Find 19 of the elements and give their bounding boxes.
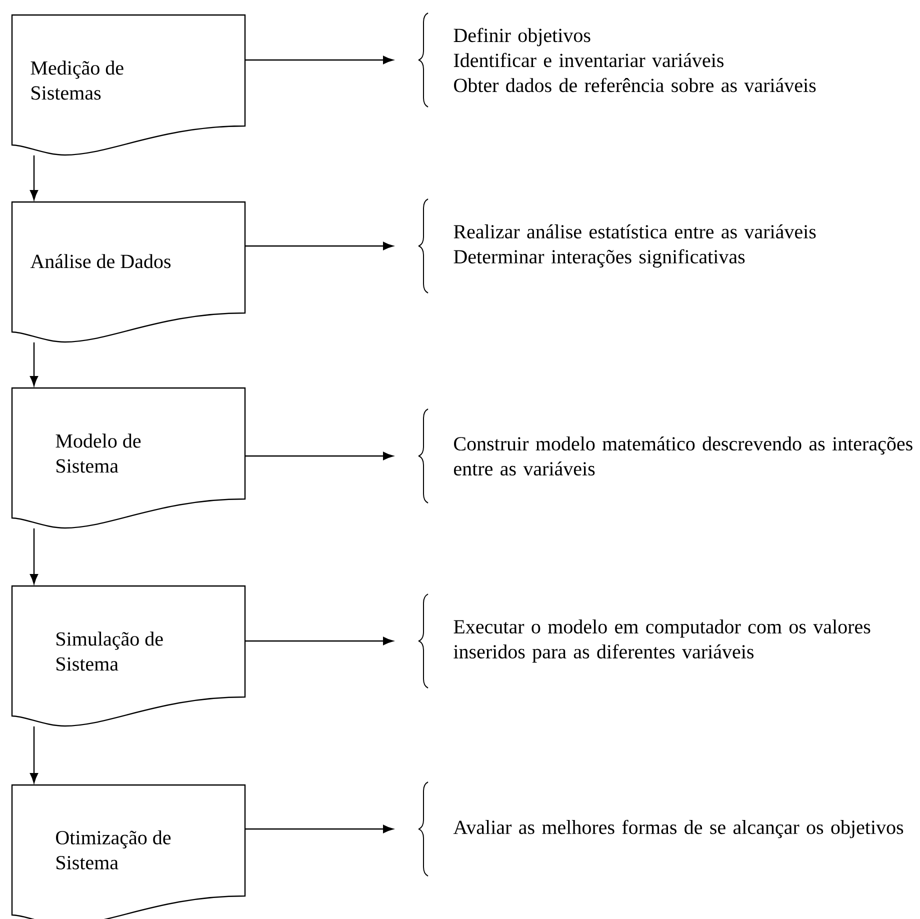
step-text: Construir modelo matemático descrevendo as interações entre as variáveis — [454, 436, 912, 476]
arrow — [245, 824, 394, 834]
arrow — [30, 155, 38, 200]
arrow — [245, 452, 394, 460]
document-box: Otimização de Sistema — [11, 784, 246, 919]
document-box: Modelo de Sistema — [11, 387, 246, 529]
arrow — [30, 342, 38, 386]
step-text: Realizar análise estatística entre as variáveis Determinar interações significativas — [454, 224, 816, 268]
step-text: Avaliar as melhores formas de se alcançar os objetivos — [453, 820, 904, 838]
arrow — [30, 528, 38, 584]
arrow — [245, 242, 394, 250]
arrow — [245, 56, 394, 64]
arrow — [245, 636, 394, 646]
step-text: Definir objetivos Identificar e inventariar variáveis Obter dados de referência sobre as variáveis — [454, 28, 816, 92]
document-box: Análise de Dados — [11, 201, 246, 343]
document-box: Medição de Sistemas — [11, 14, 246, 156]
document-box: Simulação de Sistema — [11, 585, 246, 727]
step-text: Executar o modelo em computador com os valores inseridos para as diferentes variáveis — [454, 619, 870, 663]
arrow — [30, 726, 38, 784]
